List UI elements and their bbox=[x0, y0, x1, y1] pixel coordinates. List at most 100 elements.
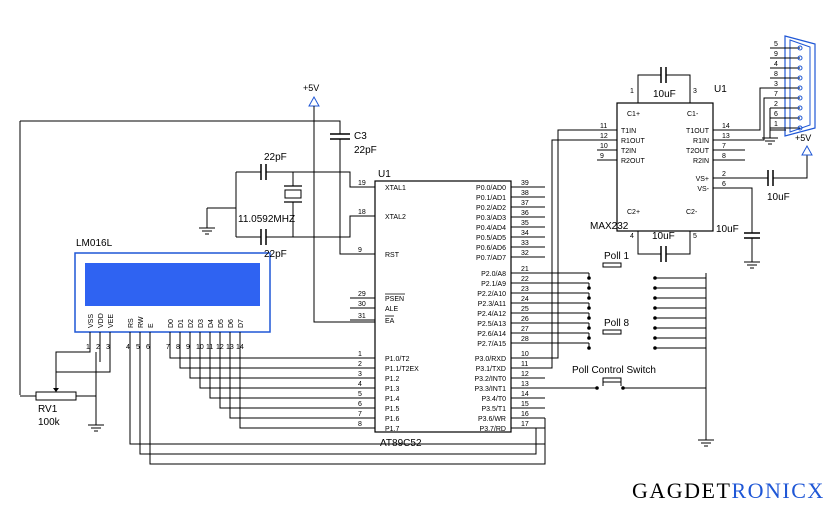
vcc-top-label: +5V bbox=[303, 83, 319, 93]
c3-ref: C3 bbox=[354, 131, 367, 142]
mcu-pin-name: P3.5/T1 bbox=[481, 406, 506, 413]
lcd-pin-name: E bbox=[148, 323, 155, 328]
lcd-pin-num: 6 bbox=[146, 344, 150, 351]
mcu-pin-name: P1.2 bbox=[385, 376, 400, 383]
max232-pin-num: 8 bbox=[722, 153, 726, 160]
max232-pin-num: 2 bbox=[722, 171, 726, 178]
lcd-pin-num: 7 bbox=[166, 344, 170, 351]
max232-pin-num: 4 bbox=[630, 233, 634, 240]
mcu-pin-name: P3.3/INT1 bbox=[474, 386, 506, 393]
max232-pin-name: C1+ bbox=[627, 111, 640, 118]
mcu-pin-name: P1.3 bbox=[385, 386, 400, 393]
potentiometer-rv1: RV1 100k bbox=[20, 380, 96, 428]
mcu-pin-name: XTAL2 bbox=[385, 214, 406, 221]
mcu-right-pins: 39P0.0/AD038P0.1/AD137P0.2/AD236P0.3/AD3… bbox=[474, 180, 545, 433]
lcd-data-bus bbox=[169, 342, 350, 429]
mcu-pin-name: P2.6/A14 bbox=[477, 331, 506, 338]
capacitor-xtal-bottom: 22pF bbox=[236, 215, 375, 260]
lcd-pin-name: D0 bbox=[168, 319, 175, 328]
lcd-pin-name: RW bbox=[138, 316, 145, 328]
crystal-value: 11.0592MHZ bbox=[238, 214, 295, 225]
max232-pin-num: 14 bbox=[722, 123, 730, 130]
max232-pin-name: T1IN bbox=[621, 128, 636, 135]
lcd-pin-name: VSS bbox=[88, 314, 95, 328]
mcu-pin-num: 13 bbox=[521, 381, 529, 388]
mcu-pin-num: 2 bbox=[358, 361, 362, 368]
lcd-pin-name: VDD bbox=[98, 313, 105, 328]
mcu-pin-num: 33 bbox=[521, 240, 529, 247]
max232-pin-name: T1OUT bbox=[686, 128, 710, 135]
mcu-pin-num: 19 bbox=[358, 180, 366, 187]
mcu-pin-name: P0.5/AD5 bbox=[476, 235, 506, 242]
capacitor-c3: C3 22pF bbox=[330, 131, 377, 156]
lcd-pin-name: D6 bbox=[228, 319, 235, 328]
mcu-pin-name: P1.6 bbox=[385, 416, 400, 423]
mcu-pin-name: P2.1/A9 bbox=[481, 281, 506, 288]
mcu-pin-num: 31 bbox=[358, 313, 366, 320]
capacitor-vs-plus: 10uF bbox=[745, 155, 808, 203]
mcu-pin-name: P2.7/A15 bbox=[477, 341, 506, 348]
pot-body bbox=[35, 391, 77, 401]
max232-ref: U1 bbox=[714, 84, 727, 95]
lcd-pin-name: D2 bbox=[188, 319, 195, 328]
max232-pin-num: 10 bbox=[600, 143, 608, 150]
mcu-pin-name: P2.4/A12 bbox=[477, 311, 506, 318]
mcu-pin-num: 15 bbox=[521, 401, 529, 408]
max232-part: MAX232 bbox=[590, 221, 629, 232]
mcu-pin-name: PSEN bbox=[385, 296, 404, 303]
brand-logo: GAGDETRONICX bbox=[632, 478, 825, 503]
max232-pin-num: 13 bbox=[722, 133, 730, 140]
mcu-pin-name: P1.5 bbox=[385, 406, 400, 413]
mcu-pin-num: 1 bbox=[358, 351, 362, 358]
lcd-pin-name: D3 bbox=[198, 319, 205, 328]
db9-pin-num: 9 bbox=[774, 51, 778, 58]
mcu-pin-num: 11 bbox=[521, 361, 528, 368]
lcd-ref: LM016L bbox=[76, 238, 113, 249]
max232-pin-name: C2- bbox=[686, 209, 698, 216]
mcu-pin-num: 23 bbox=[521, 286, 529, 293]
mcu-pin-num: 3 bbox=[358, 371, 362, 378]
poll-control-switch: Poll Control Switch bbox=[572, 365, 656, 383]
max232-body bbox=[616, 102, 714, 232]
db9-pin-num: 4 bbox=[774, 61, 778, 68]
mcu-pin-name: P1.0/T2 bbox=[385, 356, 410, 363]
lcd-pin-name: VEE bbox=[108, 314, 115, 328]
max232-pin-name: C1- bbox=[687, 111, 699, 118]
mcu-pin-name: P2.2/A10 bbox=[477, 291, 506, 298]
db9-pin-num: 5 bbox=[774, 41, 778, 48]
mcu-pin-num: 37 bbox=[521, 200, 529, 207]
mcu-pin-num: 21 bbox=[521, 266, 529, 273]
ground-symbol bbox=[698, 439, 714, 447]
max232-pin-name: T2IN bbox=[621, 148, 636, 155]
lcd-pin-num: 9 bbox=[186, 344, 190, 351]
capacitor-xtal-top: 22pF bbox=[236, 152, 375, 188]
rv1-ref: RV1 bbox=[38, 404, 58, 415]
cap-xtal-bottom-value: 22pF bbox=[264, 249, 287, 260]
capacitor-c1: 10uF bbox=[637, 67, 691, 100]
mcu-pin-name: P3.7/RD bbox=[480, 426, 506, 433]
db9-pin-num: 8 bbox=[774, 71, 778, 78]
ground-symbol bbox=[762, 137, 778, 145]
mcu-pin-num: 32 bbox=[521, 250, 529, 257]
max232-pin-name: R2IN bbox=[693, 158, 709, 165]
max232-pin-name: R2OUT bbox=[621, 158, 645, 165]
ground-symbol bbox=[199, 227, 215, 235]
mcu-pin-num: 39 bbox=[521, 180, 529, 187]
max232-pin-name: R1IN bbox=[693, 138, 709, 145]
mcu-pin-name: XTAL1 bbox=[385, 185, 406, 192]
max232-pin-name: R1OUT bbox=[621, 138, 645, 145]
cap-vs-plus-value: 10uF bbox=[767, 192, 790, 203]
mcu-pin-name: P3.6/WR bbox=[478, 416, 506, 423]
mcu-pin-name: P3.1/TXD bbox=[476, 366, 506, 373]
mcu-pin-name: P0.2/AD2 bbox=[476, 205, 506, 212]
mcu-pin-name: P2.5/A13 bbox=[477, 321, 506, 328]
mcu-pin-num: 36 bbox=[521, 210, 529, 217]
mcu-pin-name: EA bbox=[385, 318, 395, 325]
mcu-pin-num: 24 bbox=[521, 296, 529, 303]
mcu-pin-name: RST bbox=[385, 252, 400, 259]
lcd-pin-name: D1 bbox=[178, 319, 185, 328]
